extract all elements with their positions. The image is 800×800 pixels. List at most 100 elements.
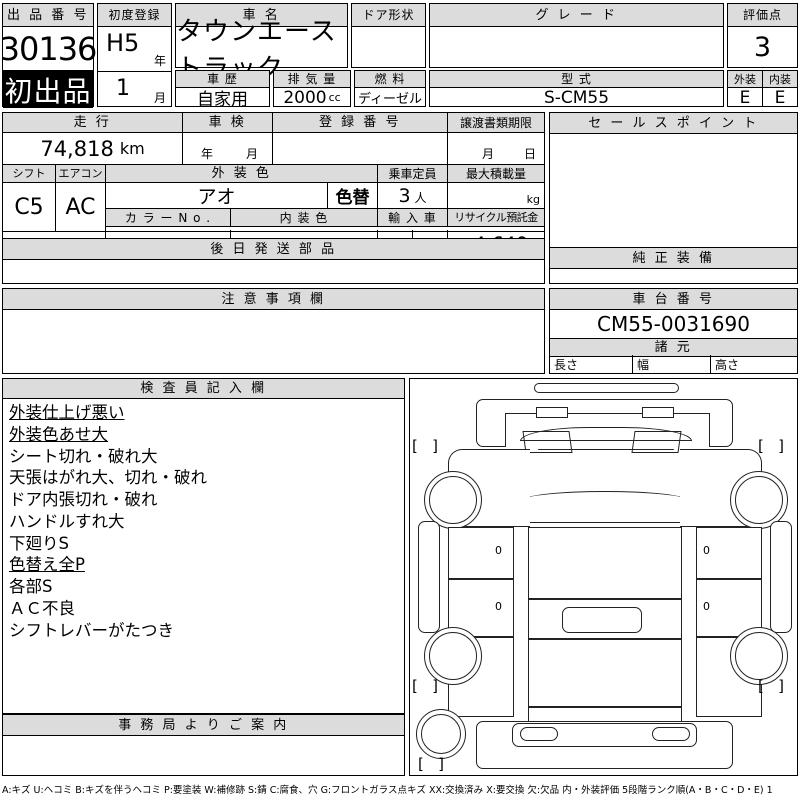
chassis-block: 車 台 番 号 CM55-0031690 諸 元 長さ 幅 高さ [549, 288, 798, 374]
lot-number-block: 出 品 番 号 30136 初出品 [0, 3, 97, 108]
door-handle-left-rear: 0 [495, 600, 502, 613]
max-load-label: 最大積載量 [448, 165, 544, 183]
capacity-unit: 人 [414, 191, 427, 205]
dimensions-label: 諸 元 [550, 339, 797, 357]
wheel-front-left-inner [429, 476, 477, 524]
inspector-note-2: シート切れ・破れ大 [9, 446, 158, 466]
model-code-label: 型 式 [430, 71, 723, 88]
fuel-value: ディーゼル [357, 92, 423, 107]
inspector-notes-list: 外装仕上げ悪い外装色あせ大シート切れ・破れ大天張はがれ大、切れ・破れドア内張切れ… [3, 399, 404, 641]
inspector-note-7: 色替え全P [9, 555, 85, 575]
office-notice-label: 事 務 局 よ り ご 案 内 [3, 715, 404, 736]
inspector-note-10: シフトレバーがたつき [9, 620, 174, 640]
cabin-roof [529, 449, 683, 523]
rating-label: 評価点 [728, 4, 797, 27]
transfer-doc-value-cell: 月 日 [448, 133, 544, 165]
exterior-rating-block: 外装 E [727, 70, 763, 108]
transfer-doc-label: 譲渡書類期限 [448, 113, 544, 133]
history-block: 車 歴 自家用 [175, 70, 270, 110]
mileage-value: 74,818 [40, 136, 114, 161]
office-notice-block: 事 務 局 よ り ご 案 内 [2, 714, 405, 776]
aircon-value: AC [56, 183, 106, 231]
height-label: 高さ [715, 357, 740, 372]
door-front-left [448, 527, 514, 579]
registration-month-cell: 1 月 [98, 72, 171, 108]
mirror-bracket-front-left: [ ] [412, 437, 439, 455]
door-handle-right-rear: 0 [703, 600, 710, 613]
rocker-right [770, 521, 792, 633]
import-label: 輸 入 車 [378, 209, 448, 227]
width-label: 幅 [637, 357, 650, 372]
interior-rating-block: 内装 E [762, 70, 798, 108]
model-code-value: S-CM55 [543, 87, 610, 108]
damage-code-legend: A:キズ U:ヘコミ B:キズを伴うヘコミ P:要塗装 W:補修跡 S:錆 C:… [2, 785, 773, 796]
mirror-bracket-spare: [ ] [418, 755, 445, 773]
inspector-section-label: 検 査 員 記 入 欄 [3, 379, 404, 399]
year-unit-label: 年 [153, 54, 166, 68]
door-shape-label: ドア形状 [352, 4, 425, 27]
vehicle-damage-diagram: [ ] [ ] [ ] [ ] [ ] 0 0 0 0 A2P2P2B2P3P3… [410, 379, 797, 775]
length-cell: 長さ [550, 355, 633, 373]
vehicle-diagram-panel: [ ] [ ] [ ] [ ] [ ] 0 0 0 0 A2P2P2B2P3P3… [409, 378, 798, 776]
inspector-note-6: 下廻りS [9, 533, 69, 553]
registration-no-label: 登 録 番 号 [273, 113, 448, 133]
door-handle-left-front: 0 [495, 544, 502, 557]
recycle-label: リサイクル預託金 [448, 209, 544, 227]
chassis-no-label: 車 台 番 号 [550, 289, 797, 310]
genuine-equipment-value [550, 269, 797, 289]
notes-section-block: 注 意 事 項 欄 [2, 288, 545, 374]
inspector-note-3: 天張はがれ大、切れ・破れ [9, 468, 207, 488]
mileage-label: 走 行 [3, 113, 183, 133]
genuine-equipment-label: 純 正 装 備 [550, 247, 797, 269]
fuel-block: 燃 料 ディーゼル [354, 70, 426, 107]
office-notice-value [3, 736, 404, 779]
sales-point-block: セ ー ル ス ポ イ ン ト 純 正 装 備 [549, 112, 798, 284]
grade-block: グ レ ー ド [429, 3, 724, 68]
exterior-rating-label: 外装 [728, 71, 762, 88]
height-cell: 高さ [711, 355, 797, 373]
inspection-year-unit: 年 [201, 147, 214, 161]
front-light-left [536, 407, 568, 418]
inspector-note-5: ハンドルすれ大 [9, 511, 125, 531]
registration-month-value: 1 [116, 76, 130, 101]
inspection-month-unit: 月 [245, 147, 258, 161]
mirror-bracket-rear-right: [ ] [758, 677, 785, 695]
cabin-roof-line [524, 491, 686, 500]
first-listing-badge: 初出品 [3, 70, 93, 108]
front-bumper-bar [534, 383, 679, 393]
registration-no-value [273, 133, 448, 165]
mirror-bracket-front-right: [ ] [758, 437, 785, 455]
sales-point-value [550, 134, 797, 247]
door-shape-block: ドア形状 [351, 3, 426, 68]
transfer-day-unit: 日 [523, 147, 536, 161]
transfer-month-unit: 月 [482, 147, 495, 161]
interior-rating-value: E [774, 87, 786, 108]
displacement-label: 排 気 量 [274, 71, 350, 88]
rating-block: 評価点 3 [727, 3, 798, 68]
registration-year-cell: H5 年 [98, 27, 171, 72]
inspector-note-9: ＡＣ不良 [9, 598, 75, 618]
model-code-block: 型 式 S-CM55 [429, 70, 724, 108]
inspector-notes-block: 検 査 員 記 入 欄 外装仕上げ悪い外装色あせ大シート切れ・破れ大天張はがれ大… [2, 378, 405, 714]
chassis-no-value: CM55-0031690 [550, 310, 797, 339]
displacement-value: 2000 [283, 87, 327, 108]
length-label: 長さ [554, 357, 579, 372]
exterior-rating-value: E [739, 87, 751, 108]
rating-value: 3 [753, 32, 772, 63]
later-parts-value [3, 260, 544, 284]
width-cell: 幅 [633, 355, 711, 373]
center-panel-lower [528, 639, 682, 707]
fuel-label: 燃 料 [355, 71, 425, 88]
color-change-badge: 色替 [328, 183, 378, 209]
grade-label: グ レ ー ド [430, 4, 723, 27]
mirror-bracket-rear-left: [ ] [412, 677, 439, 695]
notes-section-label: 注 意 事 項 欄 [3, 289, 544, 310]
rear-light-right [652, 727, 690, 741]
interior-rating-label: 内装 [763, 71, 797, 88]
wheel-front-right-inner [735, 476, 783, 524]
